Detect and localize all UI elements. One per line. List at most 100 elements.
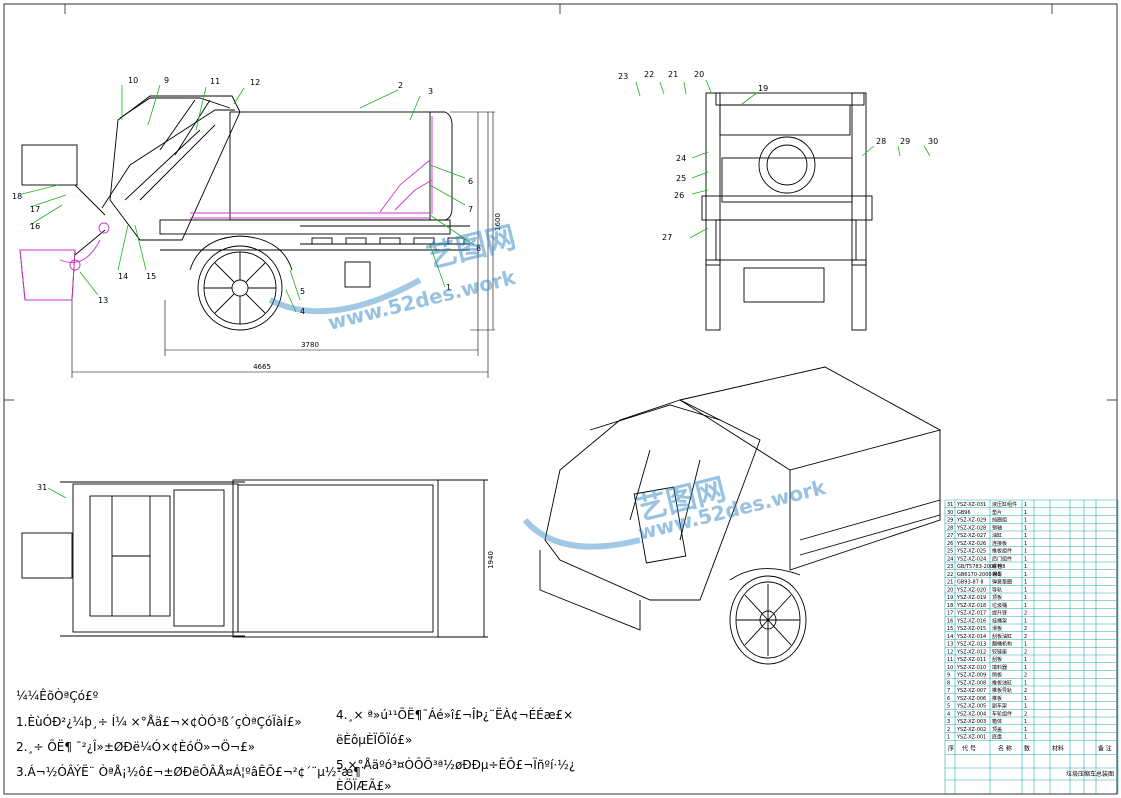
bom-row-no: 31 (947, 502, 953, 508)
watermark-url: www.52des.work (325, 265, 518, 335)
bom-row-code: YSZ-XZ-014 (956, 634, 986, 640)
side-dimensions (71, 111, 495, 378)
note-line-4: 4.¸× ª»ú¹¹ÕË¶¯Áé»î£¬ÎÞ¿¨ËÀ¢¬ÉÉæ£× (336, 707, 573, 722)
bom-row-no: 25 (947, 549, 953, 555)
callout-26: 26 (674, 191, 684, 200)
zone-ticks (4, 4, 1117, 401)
bom-row-code: YSZ-XZ-005 (956, 704, 986, 710)
loader-roof (119, 97, 231, 119)
callout-22: 22 (644, 70, 654, 79)
bom-header-name: 名 称 (998, 744, 1012, 752)
bom-row-no: 21 (947, 580, 953, 586)
callout-25: 25 (676, 174, 686, 183)
bom-row-no: 24 (947, 556, 953, 562)
bom-row-qty: 1 (1024, 618, 1027, 624)
top-leaders (47, 487, 67, 499)
bom-row-name: 油缸 (992, 532, 1002, 539)
callout-23: 23 (618, 72, 628, 81)
note-line-2: 2.¸÷ ÕË¶ ¯²¿Î»±ØÐë¼Ó×¢ÈóÖ»¬Ö¬£» (16, 738, 255, 754)
garbage-bin-lower (19, 249, 76, 301)
callout-1: 1 (446, 283, 451, 292)
bom-row-qty: 1 (1024, 556, 1027, 562)
bom-row-qty: 1 (1024, 719, 1027, 725)
callout-8: 8 (476, 244, 481, 253)
bom-row-name: 推板导轨 (992, 687, 1012, 694)
bom-table-grid (944, 499, 1119, 794)
body-rear-door (430, 111, 453, 221)
bom-row-qty: 1 (1024, 525, 1027, 531)
bom-row-name: 填料器 (992, 664, 1007, 671)
bom-row-no: 27 (947, 533, 953, 539)
bom-row-qty: 1 (1024, 704, 1027, 710)
bom-row-name: 液压缸组件 (992, 501, 1017, 508)
bom-row-name: 推板组件 (992, 548, 1012, 555)
callout-14: 14 (118, 272, 128, 281)
bom-row-no: 12 (947, 649, 953, 655)
bom-row-qty: 1 (1024, 549, 1027, 555)
garbage-bin-upper (21, 144, 78, 186)
iso-roof (678, 366, 942, 471)
bom-row-code: YSZ-XZ-020 (956, 587, 986, 593)
side-view (19, 95, 470, 331)
bom-row-qty: 1 (1024, 572, 1027, 578)
dim-wheelbase: 3780 (301, 341, 319, 349)
bom-row-qty: 2 (1024, 673, 1027, 679)
callout-12: 12 (250, 78, 260, 87)
bom-row-code: YSZ-XZ-007 (956, 688, 986, 694)
bom-row-no: 29 (947, 518, 953, 524)
bom-row-qty: 1 (1024, 696, 1027, 702)
wheel (189, 235, 293, 331)
bom-row-qty: 2 (1024, 688, 1027, 694)
bom-row-name: 滑板 (992, 625, 1002, 632)
note-line-1: 1.ÈùÓÐ²¿¼þ¸÷ Í¼ ×°Åä£¬×¢ÒÓ³ß´çÒªÇóÏàÍ£» (16, 714, 302, 729)
bom-row-code: YSZ-XZ-013 (956, 642, 986, 648)
bom-row-no: 28 (947, 525, 953, 531)
callout-19: 19 (758, 84, 768, 93)
bom-row-no: 4 (947, 711, 950, 717)
bom-row-no: 9 (947, 673, 950, 679)
bom-row-qty: 1 (1024, 727, 1027, 733)
top-bin (21, 532, 73, 579)
bom-row-code: YSZ-XZ-019 (956, 595, 986, 601)
bom-row-no: 7 (947, 688, 950, 694)
bom-row-no: 20 (947, 587, 953, 593)
top-view (21, 479, 488, 638)
notes-heading: ¼¼ÊõÒªÇó£º (16, 688, 99, 703)
title-block-title: 垃圾压缩车总装图 (1066, 770, 1114, 778)
compactor-body (229, 111, 431, 221)
bom-row-no: 18 (947, 603, 953, 609)
bom-row-code: YSZ-XZ-018 (956, 603, 986, 609)
dim-top-width: 1940 (487, 551, 495, 569)
bom-row-name: 顶板 (992, 594, 1002, 601)
bom-row-code: YSZ-XZ-017 (956, 611, 986, 617)
bom-row-name: 连接板 (992, 540, 1007, 547)
callout-4: 4 (300, 307, 305, 316)
bom-row-code: YSZ-XZ-008 (956, 680, 986, 686)
bom-row-no: 10 (947, 665, 953, 671)
bom-row-qty: 2 (1024, 711, 1027, 717)
callout-3: 3 (428, 87, 433, 96)
bom-row-qty: 1 (1024, 595, 1027, 601)
bom-row-qty: 1 (1024, 587, 1027, 593)
bom-row-qty: 2 (1024, 649, 1027, 655)
sheet-border (3, 3, 1118, 795)
bom-row-code: YSZ-XZ-012 (956, 649, 986, 655)
bom-row-code: YSZ-XZ-003 (956, 719, 986, 725)
bom-row-name: 推板油缸 (992, 679, 1012, 686)
bom-header-no: 序 (948, 744, 954, 752)
bom-row-no: 19 (947, 595, 953, 601)
note-line-3: 3.Á¬½ÓÂÝË¨ ÒªÅ¡½ô£¬±ØÐëÔÂÅ¤Á¦ºâÊÕ£¬²¢´¨µ… (16, 764, 367, 779)
bom-row-code: GB6170-2000 M8 (957, 572, 1001, 578)
bom-header-qty: 数 (1024, 744, 1030, 752)
bom-row-qty: 2 (1024, 611, 1027, 617)
bom-row-name: 刮板油缸 (992, 633, 1012, 640)
bom-row-code: YSZ-XZ-024 (956, 556, 986, 562)
bom-row-no: 1 (947, 735, 950, 741)
iso-wheel (729, 575, 807, 665)
bom-row-name: 车轮组件 (992, 710, 1012, 717)
iso-loader (544, 399, 761, 601)
note-line-5: 5.×°Åäºó³¤ÒÔÕ³ª½øÐÐµ÷ÊÔ£¬Ïñºí·½¿ (336, 757, 575, 772)
bom-row-qty: 1 (1024, 564, 1027, 570)
bom-row-name: 螺母 (992, 571, 1002, 578)
rear-tyre-right (851, 259, 867, 331)
